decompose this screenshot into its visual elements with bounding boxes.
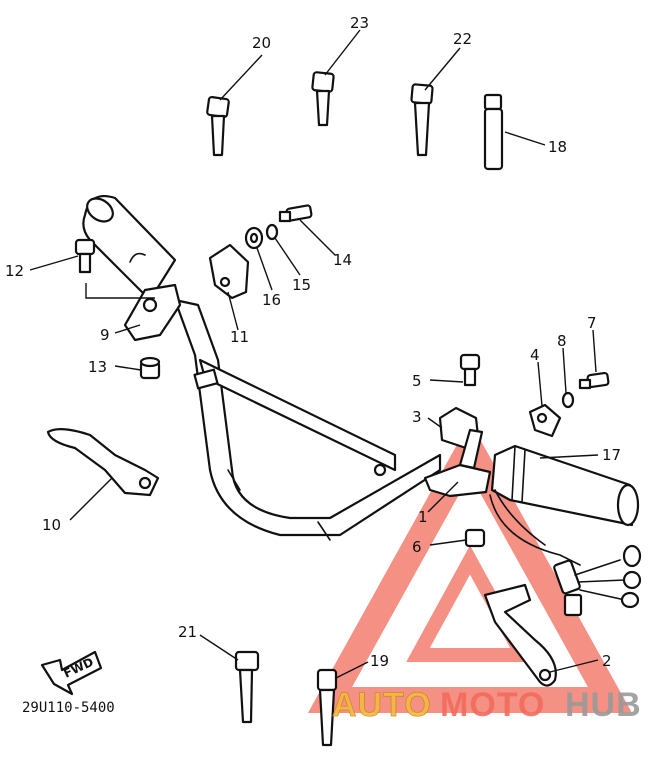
fwd-direction-arrow: FWD <box>40 650 103 696</box>
part-20-cable-tie <box>206 95 230 157</box>
callout-12: 12 <box>5 262 24 280</box>
part-13-nut <box>139 356 161 380</box>
part-19-cable-tie <box>316 668 338 747</box>
part-18-cable-tie <box>483 93 504 171</box>
callout-15: 15 <box>292 276 311 294</box>
callout-21: 21 <box>178 623 197 641</box>
watermark-word-moto: MOTO <box>440 686 545 724</box>
callout-2: 2 <box>602 652 612 670</box>
part-6-nut <box>464 528 486 548</box>
watermark-text: AUTO MOTO HUB <box>332 686 642 725</box>
part-22-cable-tie <box>410 83 434 157</box>
callout-23: 23 <box>350 14 369 32</box>
part-14-screw <box>278 204 313 223</box>
callout-9: 9 <box>100 326 110 344</box>
callout-18: 18 <box>548 138 567 156</box>
callout-16: 16 <box>262 291 281 309</box>
part-16-washer <box>244 226 264 250</box>
callout-5: 5 <box>412 372 422 390</box>
handlebar <box>173 298 442 541</box>
callout-19: 19 <box>370 652 389 670</box>
callout-22: 22 <box>453 30 472 48</box>
callout-1: 1 <box>418 508 428 526</box>
leader-lines <box>29 29 599 679</box>
part-5-bolt <box>459 353 481 387</box>
part-11-clamp <box>208 243 250 300</box>
part-21-cable-tie <box>234 650 260 724</box>
watermark-word-auto: AUTO <box>332 686 432 724</box>
part-23-cable-tie <box>311 71 335 127</box>
part-10-lever <box>46 428 160 497</box>
callout-11: 11 <box>230 328 249 346</box>
throttle-cable <box>489 489 642 617</box>
watermark-triangle-outer <box>307 421 633 713</box>
callout-6: 6 <box>412 538 422 556</box>
callout-labels: 20 23 22 18 14 15 16 11 12 9 13 10 5 3 1… <box>5 14 621 670</box>
part-1-lever-holder <box>423 428 492 498</box>
callout-3: 3 <box>412 408 422 426</box>
part-17-throttle-grip <box>490 444 640 527</box>
callout-4: 4 <box>530 346 540 364</box>
part-15-washer <box>265 223 279 241</box>
watermark-word-hub: HUB <box>565 686 642 724</box>
part-7-screw <box>578 371 610 390</box>
left-grip <box>82 194 177 302</box>
callout-17: 17 <box>602 446 621 464</box>
part-2-lever <box>483 583 557 687</box>
callout-8: 8 <box>557 332 567 350</box>
callout-10: 10 <box>42 516 61 534</box>
part-12-bolt <box>74 238 155 299</box>
callout-20: 20 <box>252 34 271 52</box>
callout-13: 13 <box>88 358 107 376</box>
part-8-washer <box>561 391 575 409</box>
drawing-code: 29U110-5400 <box>22 700 115 716</box>
part-9-lever-holder <box>123 283 182 342</box>
callout-7: 7 <box>587 314 597 332</box>
part-4-clamp <box>528 403 562 438</box>
callout-14: 14 <box>333 251 352 269</box>
